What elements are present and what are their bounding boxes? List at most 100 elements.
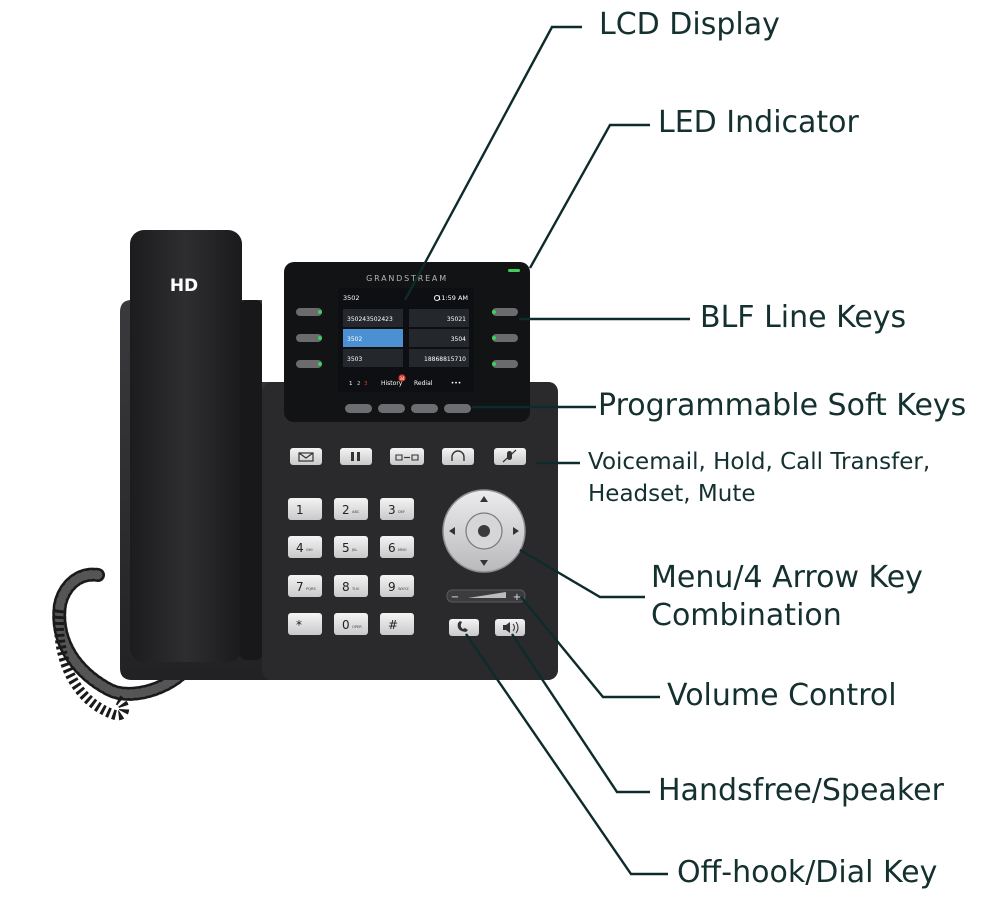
soft-keys xyxy=(345,404,471,413)
key-digit: 7 xyxy=(296,580,304,594)
key-hash[interactable] xyxy=(380,613,414,635)
soft-key-3[interactable] xyxy=(411,404,438,413)
label-offhook-dial: Off-hook/Dial Key xyxy=(677,855,938,890)
label-menu-arrow: Menu/4 Arrow Key Combination xyxy=(651,559,923,635)
line-left-2: 3502 xyxy=(347,336,362,343)
key-star[interactable] xyxy=(288,613,322,635)
own-line-number: 3502 xyxy=(343,294,360,302)
key-5[interactable] xyxy=(334,536,368,558)
voicemail-key[interactable] xyxy=(290,448,322,465)
key-0[interactable] xyxy=(334,613,368,635)
key-digit: 6 xyxy=(388,541,396,555)
key-8[interactable] xyxy=(334,575,368,597)
offhook-dial-key[interactable] xyxy=(449,619,479,636)
label-menu-arrow-line-1: Menu/4 Arrow Key xyxy=(651,560,923,595)
label-programmable-soft-keys: Programmable Soft Keys xyxy=(598,388,967,423)
page-2: 2 xyxy=(357,381,361,387)
key-9[interactable] xyxy=(380,575,414,597)
label-handsfree-speaker: Handsfree/Speaker xyxy=(658,773,944,808)
key-digit: 4 xyxy=(296,541,304,555)
blf-key-left-2[interactable] xyxy=(296,334,322,342)
line-right-2: 3504 xyxy=(451,336,466,343)
key-6[interactable] xyxy=(380,536,414,558)
key-letters: ABC xyxy=(352,510,360,514)
key-digit: 2 xyxy=(342,503,350,517)
leader-lines xyxy=(403,25,690,876)
blf-key-left-3[interactable] xyxy=(296,360,322,368)
page-3: 3 xyxy=(364,381,368,387)
key-letters: JKL xyxy=(351,548,357,552)
volume-ramp-icon xyxy=(468,592,506,598)
soft-key-1[interactable] xyxy=(345,404,372,413)
key-letters: OPER xyxy=(352,625,362,629)
leader-handsfree xyxy=(511,633,650,794)
label-lcd-display: LCD Display xyxy=(599,7,780,42)
call-keys xyxy=(449,619,525,636)
label-led-indicator: LED Indicator xyxy=(658,105,859,140)
line-left-1: 350243502423 xyxy=(347,316,393,323)
blf-key-left-1[interactable] xyxy=(296,308,322,316)
page-1: 1 xyxy=(349,381,353,387)
key-digit: 3 xyxy=(388,503,396,517)
clock-time: 11:59 AM xyxy=(437,294,468,302)
key-7[interactable] xyxy=(288,575,322,597)
key-2[interactable] xyxy=(334,498,368,520)
volume-control[interactable]: − + xyxy=(446,589,526,603)
phone-icon xyxy=(457,621,468,632)
hold-key[interactable] xyxy=(340,448,372,465)
label-function-keys-line-1: Voicemail, Hold, Call Transfer, xyxy=(588,449,931,475)
lcd-screen: 3502 11:59 AM 350243502423 3502 3503 350… xyxy=(338,288,474,392)
speaker-icon xyxy=(503,622,510,633)
history-badge-count: 34 xyxy=(399,376,405,381)
key-digit: 5 xyxy=(342,541,350,555)
line-right-1: 35021 xyxy=(447,316,466,323)
blf-key-right-3[interactable] xyxy=(492,360,518,368)
arrow-up-icon xyxy=(480,496,488,502)
coiled-cord xyxy=(52,567,197,721)
blf-key-right-1[interactable] xyxy=(492,308,518,316)
soft-key-4[interactable] xyxy=(444,404,471,413)
key-4[interactable] xyxy=(288,536,322,558)
label-function-keys: Voicemail, Hold, Call Transfer, Headset,… xyxy=(588,446,930,510)
history-badge xyxy=(398,374,406,382)
pause-icon xyxy=(351,452,354,461)
headset-key[interactable] xyxy=(442,448,474,465)
leader-lcd-display xyxy=(403,25,582,301)
nav-cluster xyxy=(442,489,526,573)
blf-key-right-2[interactable] xyxy=(492,334,518,342)
key-digit: 0 xyxy=(342,618,350,632)
key-letters: GHI xyxy=(306,548,313,552)
soft-key-2[interactable] xyxy=(378,404,405,413)
line-right-3: 18868815710 xyxy=(424,356,466,363)
softkey-label-history: History xyxy=(381,380,403,387)
arrow-left-icon xyxy=(449,527,455,535)
key-3[interactable] xyxy=(380,498,414,520)
transfer-key[interactable] xyxy=(390,448,424,465)
key-digit: 8 xyxy=(342,580,350,594)
key-digit: * xyxy=(296,618,302,632)
leader-led-indicator xyxy=(528,123,650,269)
label-volume-control: Volume Control xyxy=(667,678,897,713)
blf-keys-right xyxy=(492,308,518,368)
label-function-keys-line-2: Headset, Mute xyxy=(588,481,756,507)
key-letters: MNO xyxy=(398,548,407,552)
leader-volume-control xyxy=(520,596,660,699)
key-digit: # xyxy=(388,618,398,632)
brand-logo: GRANDSTREAM xyxy=(366,274,448,283)
handset: HD xyxy=(130,230,262,662)
key-letters: PQRS xyxy=(306,587,316,591)
blf-keys-left xyxy=(296,308,322,368)
label-menu-arrow-line-2: Combination xyxy=(651,598,842,633)
line-left-3: 3503 xyxy=(347,356,362,363)
arrow-down-icon xyxy=(480,560,488,566)
key-digit: 9 xyxy=(388,580,396,594)
menu-dot-icon xyxy=(478,525,490,537)
leader-menu-arrow xyxy=(519,548,645,599)
leader-offhook-dial xyxy=(465,633,668,876)
label-blf-line-keys: BLF Line Keys xyxy=(700,300,907,335)
transfer-icon xyxy=(395,454,419,461)
key-letters: DEF xyxy=(398,510,405,514)
key-1[interactable] xyxy=(288,498,322,520)
